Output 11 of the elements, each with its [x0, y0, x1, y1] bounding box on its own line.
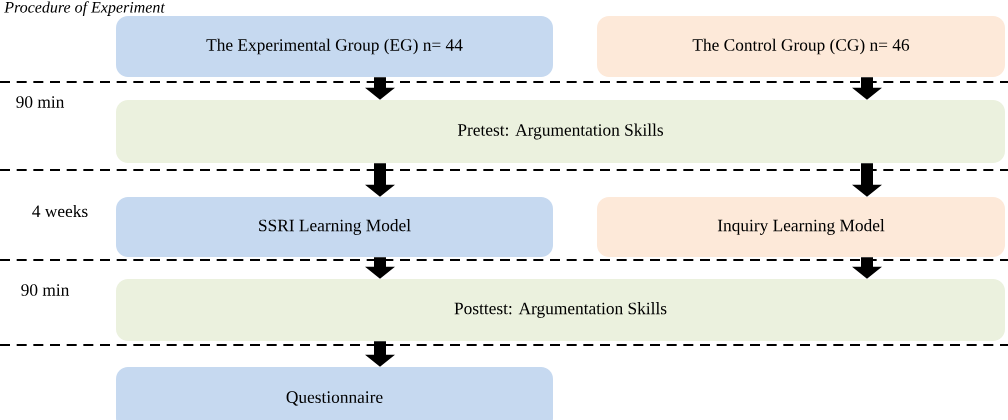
group-box: The Control Group (CG) n= 46	[597, 16, 1005, 77]
duration-label: 90 min	[16, 96, 65, 108]
figure-title: Procedure of Experiment	[4, 1, 166, 16]
group-box: The Experimental Group (EG) n= 44	[116, 16, 553, 77]
duration-label: 90 min	[21, 284, 70, 296]
test-band: Pretest: Argumentation Skills	[116, 100, 1005, 163]
model-box: SSRI Learning Model	[116, 197, 553, 257]
questionnaire-box: Questionnaire	[116, 367, 553, 420]
test-band: Posttest: Argumentation Skills	[116, 279, 1005, 341]
duration-label: 4 weeks	[32, 204, 88, 218]
model-box: Inquiry Learning Model	[597, 197, 1005, 257]
